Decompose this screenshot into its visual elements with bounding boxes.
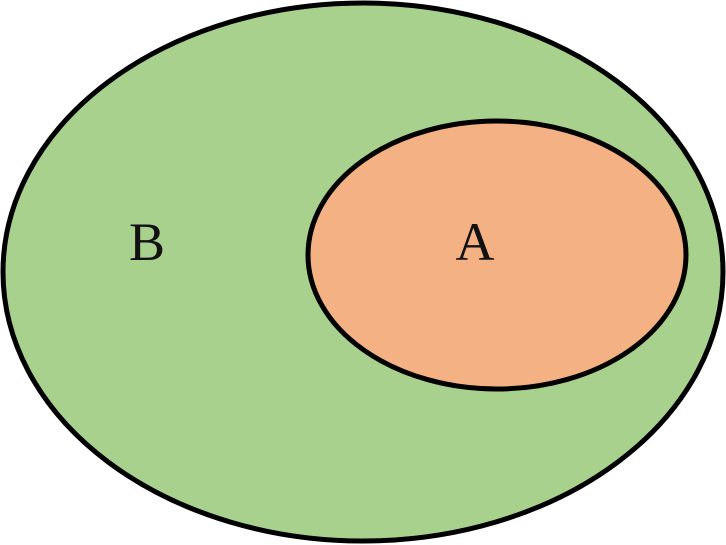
set-a-ellipse [305, 118, 689, 392]
set-b-label: B [129, 212, 165, 272]
set-a-label: A [456, 212, 495, 272]
